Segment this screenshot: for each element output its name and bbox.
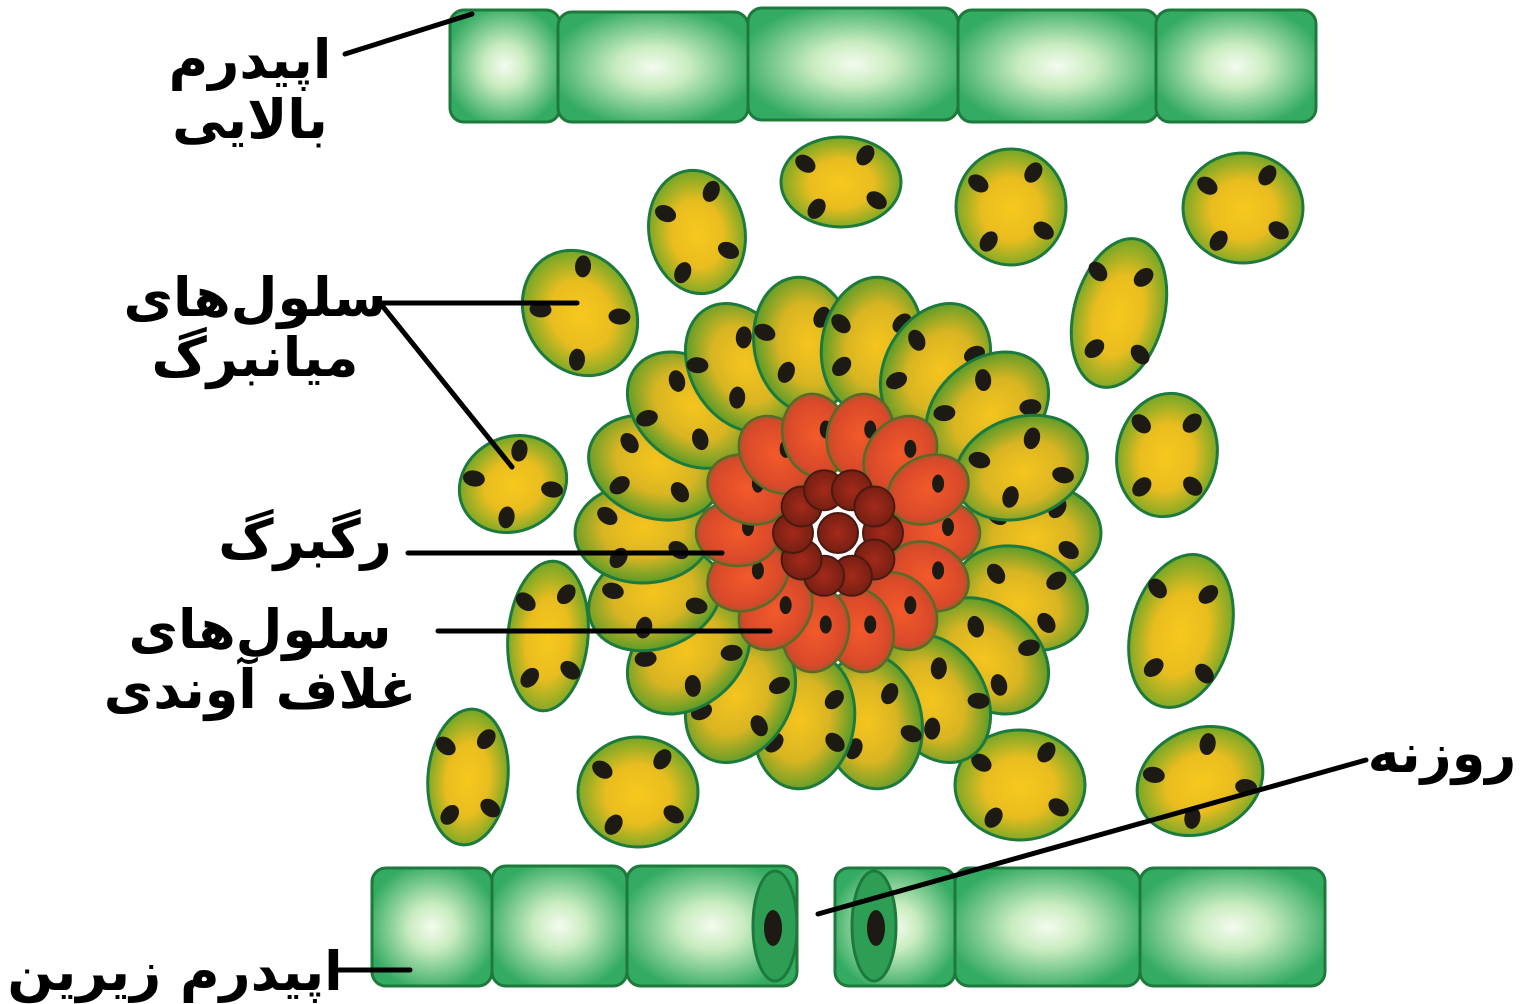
upper-epidermis-cell: [450, 10, 560, 122]
mesophyll-cell-body: [956, 149, 1066, 265]
vein-cell-dot: [904, 440, 916, 458]
mesophyll-cell: [578, 737, 698, 847]
mesophyll-cell-body: [443, 418, 582, 550]
label-upper-epidermis-line1: اپیدرم: [150, 30, 350, 90]
vein-cell-dot: [942, 518, 954, 536]
leader-line: [380, 303, 512, 467]
label-mesophyll-line1: سلول‌های: [120, 268, 390, 328]
label-mesophyll-line2: میانبرگ: [120, 328, 390, 388]
mesophyll-cell-body: [781, 137, 901, 227]
vein-cell-dot: [932, 561, 944, 579]
mesophyll-cell-body: [1107, 385, 1227, 524]
mesophyll-cell-body: [502, 558, 595, 714]
upper-epidermis-cell: [748, 8, 958, 120]
upper-epidermis-cell: [1156, 10, 1316, 122]
label-vein: رگبرگ: [205, 510, 405, 570]
label-upper-epidermis: اپیدرم بالایی: [150, 30, 350, 151]
lower-epidermis-cell: [1140, 868, 1325, 986]
mesophyll-cell-body: [422, 706, 514, 848]
mesophyll-cell: [502, 558, 595, 714]
mesophyll-cell: [639, 163, 755, 302]
mesophyll-cell: [1183, 153, 1303, 263]
mesophyll-cell: [1056, 228, 1182, 398]
label-lower-epidermis: اپیدرم زیرین: [0, 942, 350, 1002]
mesophyll-cell: [956, 149, 1066, 265]
label-stoma: روزنه: [1362, 724, 1522, 784]
guard-cell-nucleus: [764, 910, 782, 946]
label-bundle-sheath-line2: غلاف آوندی: [90, 660, 430, 720]
mesophyll-cell: [781, 137, 901, 227]
mesophyll-cell: [443, 418, 582, 550]
mesophyll-cell-body: [1056, 228, 1182, 398]
vein-core-cell: [818, 513, 858, 553]
vein-cell-dot: [864, 615, 876, 633]
mesophyll-cell: [422, 706, 514, 848]
upper-epidermis: [450, 8, 1316, 122]
guard-cell-nucleus: [867, 910, 885, 946]
mesophyll-cell-body: [1113, 543, 1250, 720]
upper-epidermis-cell: [958, 10, 1158, 122]
vein-cell-dot: [780, 596, 792, 614]
lower-epidermis: [372, 866, 1325, 986]
vein-cell-dot: [820, 615, 832, 633]
mesophyll-cell-body: [639, 163, 755, 302]
label-bundle-sheath-cells: سلول‌های غلاف آوندی: [90, 600, 430, 721]
upper-epidermis-cell: [558, 12, 748, 122]
mesophyll-cell-body: [578, 737, 698, 847]
lower-epidermis-cell: [492, 866, 627, 986]
label-mesophyll-cells: سلول‌های میانبرگ: [120, 268, 390, 389]
label-upper-epidermis-line2: بالایی: [150, 90, 350, 150]
vein-cell-dot: [904, 596, 916, 614]
mesophyll-cell-body: [1119, 706, 1281, 855]
mesophyll-cell: [1107, 385, 1227, 524]
mesophyll-cell-body: [1183, 153, 1303, 263]
label-bundle-sheath-line1: سلول‌های: [90, 600, 430, 660]
vein-core-cell: [854, 487, 894, 527]
mesophyll-cell: [1119, 706, 1281, 855]
mesophyll-cell: [1113, 543, 1250, 720]
lower-epidermis-cell: [955, 868, 1140, 986]
vein-cell-dot: [932, 475, 944, 493]
